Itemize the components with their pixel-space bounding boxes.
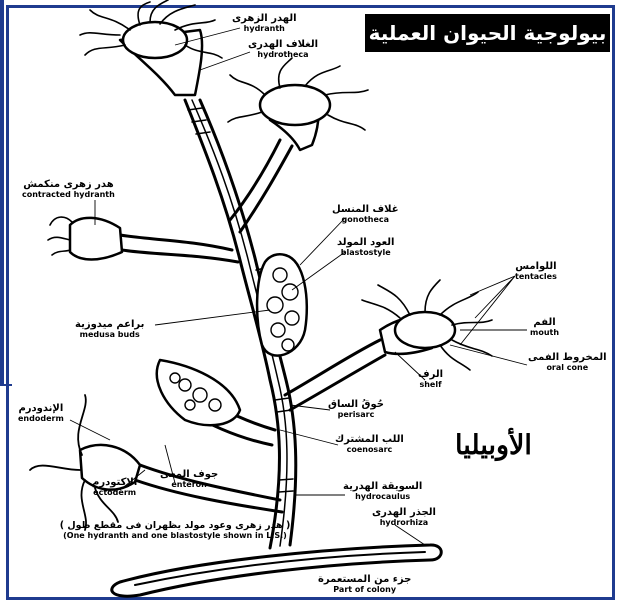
label-hydrorhiza: الجذر الهدرى hydrorhiza	[372, 508, 436, 527]
contracted-hydranth-shape	[70, 218, 122, 260]
label-coenosarc: اللب المشترك coenosarc	[335, 435, 404, 454]
label-gonotheca-en: gonotheca	[332, 216, 399, 224]
label-part-of-colony-ar: جزء من المستعمرة	[318, 575, 411, 586]
label-endoderm-en: endoderm	[18, 415, 64, 423]
label-tentacles: اللوامس tentacles	[515, 262, 557, 281]
label-endoderm-ar: الإندودرم	[18, 404, 64, 415]
label-gonotheca: غلاف المنسل gonotheca	[332, 205, 399, 224]
label-ectoderm-ar: الإكتودرم	[92, 478, 137, 489]
label-contracted-hydranth: هدر زهرى منكمش contracted hydranth	[22, 180, 115, 199]
label-shelf-en: shelf	[418, 381, 443, 389]
label-part-of-colony-en: Part of colony	[318, 586, 411, 594]
caption-english: (One hydranth and one blastostyle shown …	[20, 531, 330, 540]
label-perisarc-ar: حُوقُ الساق	[328, 400, 384, 411]
label-enteron-en: enteron	[160, 481, 218, 489]
caption-arabic: ( هدر زهرى وعود مولد يظهران فى مقطع طول …	[20, 520, 330, 531]
label-gonotheca-ar: غلاف المنسل	[332, 205, 399, 216]
label-perisarc: حُوقُ الساق perisarc	[328, 400, 384, 419]
label-hydrotheca-en: hydrotheca	[248, 51, 318, 59]
gonotheca-ls	[157, 360, 240, 425]
label-oral-cone-ar: المخروط الفمى	[528, 353, 607, 364]
label-tentacles-en: tentacles	[515, 273, 557, 281]
label-mouth-en: mouth	[530, 329, 559, 337]
label-medusa-buds: براعم ميدوزية medusa buds	[75, 320, 144, 339]
label-coenosarc-en: coenosarc	[335, 446, 404, 454]
label-hydranth-en: hydranth	[232, 25, 297, 33]
label-hydrocaulus: السويقة الهدرية hydrocaulus	[343, 482, 422, 501]
label-contracted-hydranth-ar: هدر زهرى منكمش	[22, 180, 115, 191]
label-medusa-buds-en: medusa buds	[75, 331, 144, 339]
label-coenosarc-ar: اللب المشترك	[335, 435, 404, 446]
label-perisarc-en: perisarc	[328, 411, 384, 419]
label-oral-cone-en: oral cone	[528, 364, 607, 372]
label-ectoderm: الإكتودرم ectoderm	[92, 478, 137, 497]
label-hydrocaulus-ar: السويقة الهدرية	[343, 482, 422, 493]
label-blastostyle-ar: العود المولد	[337, 238, 394, 249]
label-enteron-ar: جوف المعى	[160, 470, 218, 481]
label-part-of-colony: جزء من المستعمرة Part of colony	[318, 575, 411, 594]
label-blastostyle: العود المولد blastostyle	[337, 238, 394, 257]
label-medusa-buds-ar: براعم ميدوزية	[75, 320, 144, 331]
label-hydrotheca-ar: الغلاف الهدرى	[248, 40, 318, 51]
label-enteron: جوف المعى enteron	[160, 470, 218, 489]
label-hydranth-ar: الهدر الزهرى	[232, 14, 297, 25]
label-mouth-ar: الفم	[530, 318, 559, 329]
label-contracted-hydranth-en: contracted hydranth	[22, 191, 115, 199]
gonotheca-shape	[257, 254, 307, 355]
label-blastostyle-en: blastostyle	[337, 249, 394, 257]
species-name: الأوبيليا	[455, 430, 532, 461]
label-oral-cone: المخروط الفمى oral cone	[528, 353, 607, 372]
label-mouth: الفم mouth	[530, 318, 559, 337]
label-hydrotheca: الغلاف الهدرى hydrotheca	[248, 40, 318, 59]
label-hydrocaulus-en: hydrocaulus	[343, 493, 422, 501]
page-title: بيولوجية الحيوان العملية	[365, 14, 610, 52]
label-hydrorhiza-en: hydrorhiza	[372, 519, 436, 527]
label-shelf: الرف shelf	[418, 370, 443, 389]
label-endoderm: الإندودرم endoderm	[18, 404, 64, 423]
label-ectoderm-en: ectoderm	[92, 489, 137, 497]
label-tentacles-ar: اللوامس	[515, 262, 557, 273]
label-shelf-ar: الرف	[418, 370, 443, 381]
label-hydranth: الهدر الزهرى hydranth	[232, 14, 297, 33]
figure-caption: ( هدر زهرى وعود مولد يظهران فى مقطع طول …	[20, 520, 330, 540]
label-hydrorhiza-ar: الجذر الهدرى	[372, 508, 436, 519]
